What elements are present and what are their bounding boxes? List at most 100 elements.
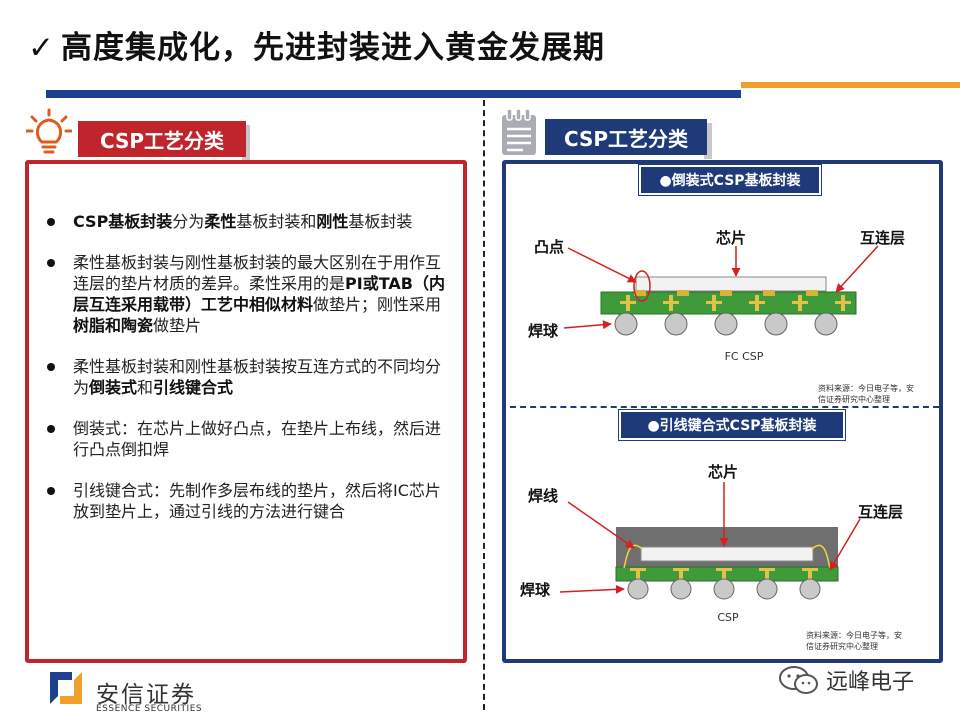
solder-ball-arrow [559,584,625,594]
bump [720,290,732,296]
interconnect-arrow [829,518,861,571]
bump-row [634,290,818,296]
bullet-item: 柔性基板封装和刚性基板封装按互连方式的不同均分为倒装式和引线键合式 [43,356,453,398]
via [679,569,683,580]
fc-csp-caption: FC CSP [725,350,764,363]
source-note-top: 资料来源：今日电子等，安 信证券研究中心整理 [818,383,914,405]
trace [630,568,646,571]
bullet-bold-text: 引线键合式 [153,378,234,397]
bond-wire [811,544,831,569]
logo-chinese-name: 安信证券 [96,682,196,708]
flip-chip-header: ●倒装式CSP基板封装 [639,165,821,195]
trace [716,568,732,571]
bump-arrow [567,247,637,283]
solder-ball [664,312,688,336]
solder-ball [714,312,738,336]
bullet-text: 基板封装 [348,212,413,231]
checkmark-icon: ✓ [28,30,55,66]
bump [677,290,689,296]
solder-ball [764,312,788,336]
page-title: ✓高度集成化，先进封装进入黄金发展期 [28,22,605,67]
solder-ball [670,578,692,600]
bullet-text: 和 [137,378,154,397]
solder-ball [756,578,778,600]
trace [673,568,689,571]
bullet-bold-text: PI或TAB（内层互连采用载带）工艺中相似材料 [73,274,445,314]
bullet-text: 分为 [172,212,205,231]
trace [749,301,765,304]
chip-die [635,276,827,292]
bullet-item: CSP基板封装分为柔性基板封装和刚性基板封装 [43,211,453,232]
bullet-bold-text: CSP基板封装 [73,212,173,231]
left-section-tag: CSP工艺分类 [78,121,246,157]
source-line: 资料来源：今日电子等，安 [806,631,902,640]
interconnect-label: 互连层 [860,229,905,247]
watermark-text: 远峰电子 [826,670,915,695]
source-line: 信证券研究中心整理 [806,642,878,651]
bump [806,290,818,296]
wb-csp-caption: CSP [717,611,739,624]
chip-die [640,546,814,562]
interconnect-arrow [835,245,879,293]
bullet-item: 引线键合式：先制作多层布线的垫片，然后将IC芯片放到垫片上，通过引线的方法进行键… [43,480,453,522]
wire-arrow [567,501,635,549]
solder-ball-label: 焊球 [528,322,559,340]
source-line: 资料来源：今日电子等，安 [818,384,914,393]
tag-shadow [704,123,712,159]
via [808,569,812,580]
csp-diagrams: 凸点 芯片 互连层 焊球 FC CSP 焊线 芯片 互连层 焊球 CSP [520,229,905,624]
bump-highlight [633,270,651,302]
column-divider [483,100,485,710]
bullet-list: CSP基板封装分为柔性基板封装和刚性基板封装柔性基板封装与刚性基板封装的最大区别… [43,211,453,542]
bullet-text: 基板封装和 [236,212,317,231]
chip-label: 芯片 [708,463,738,481]
wechat-icon [779,666,818,694]
right-section-tag: CSP工艺分类 [545,119,707,155]
bullet-item: 柔性基板封装与刚性基板封装的最大区别在于用作互连层的垫片材质的差异。柔性采用的是… [43,252,453,336]
solder-ball [799,578,821,600]
bullet-bold-text: 树脂和陶瓷 [73,316,154,335]
bullet-text: 做垫片 [153,316,202,335]
source-note-bottom: 资料来源：今日电子等，安 信证券研究中心整理 [806,630,902,652]
solder-ball [614,312,638,336]
bullet-bold-text: 柔性 [204,212,237,231]
via [722,569,726,580]
solder-ball [814,312,838,336]
trace [835,301,851,304]
trace [759,568,775,571]
notebook-icon [502,108,536,155]
solder-ball-row [614,312,838,336]
tag-shadow [242,125,250,161]
right-diagram-panel: 凸点 芯片 互连层 焊球 FC CSP 焊线 芯片 互连层 焊球 CSP ●倒装… [502,160,943,663]
wire-bond-csp-diagram: 焊线 芯片 互连层 焊球 CSP [520,463,903,624]
bullet-text: 做垫片；刚性采用 [313,295,442,314]
trace [792,301,808,304]
wire-bond-header: ●引线键合式CSP基板封装 [619,410,845,440]
bullet-bold-text: 刚性 [316,212,349,231]
solder-ball-row [627,578,821,600]
via [636,569,640,580]
bullet-bold-text: 倒装式 [89,378,138,397]
lightbulb-icon [26,108,72,154]
bullet-text: 柔性基板封装与刚性基板封装的最大区别在于用作互连层的垫片材质的差异。柔性采用的是 [73,253,442,293]
chip-label: 芯片 [716,229,746,247]
left-text-panel: CSP基板封装分为柔性基板封装和刚性基板封装柔性基板封装与刚性基板封装的最大区别… [25,160,467,663]
wire-label: 焊线 [528,487,558,505]
bump [763,290,775,296]
via [765,569,769,580]
section-dash-divider [510,406,939,408]
logo-english-name: ESSENCE SECURITIES [96,704,203,714]
source-line: 信证券研究中心整理 [818,395,890,404]
trace [620,301,636,304]
interconnect-vias [620,295,851,311]
solder-ball [627,578,649,600]
solder-ball [713,578,735,600]
interconnect-label: 互连层 [858,503,903,521]
bullet-text: 引线键合式：先制作多层布线的垫片，然后将IC芯片放到垫片上，通过引线的方法进行键… [73,481,441,521]
trace [663,301,679,304]
bullet-text: 倒装式：在芯片上做好凸点，在垫片上布线，然后进行凸点倒扣焊 [73,419,442,459]
trace [802,568,818,571]
title-underline-blue [46,90,741,98]
solder-ball-label: 焊球 [520,581,551,599]
bump [634,290,646,296]
